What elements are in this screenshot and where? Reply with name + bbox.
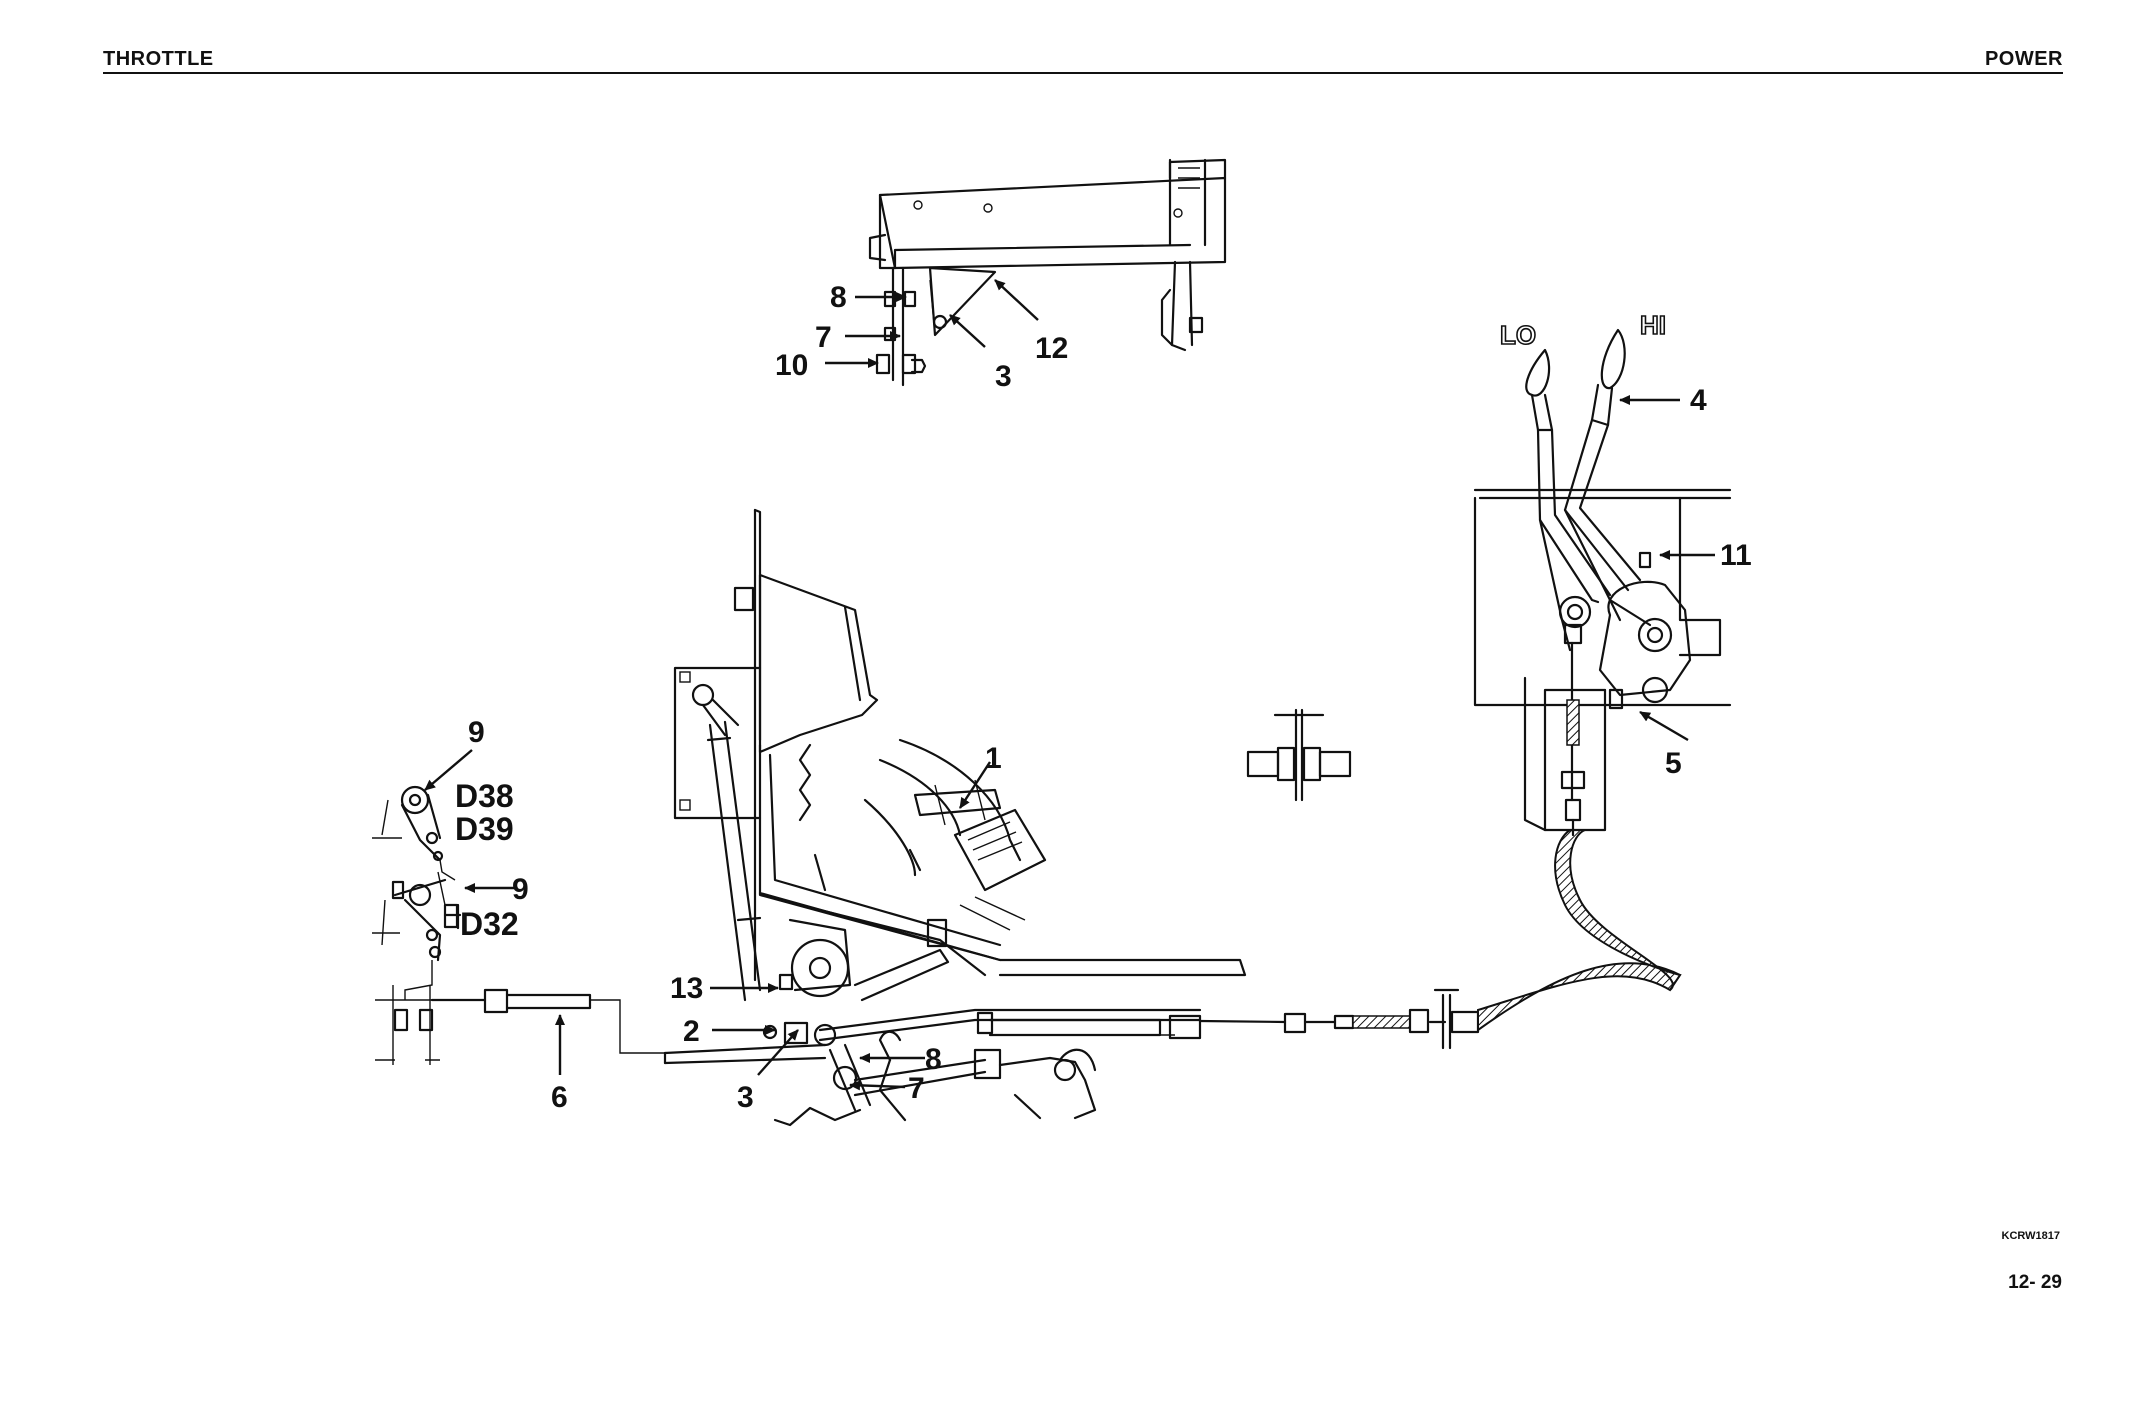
callout-4: 4 bbox=[1690, 384, 1707, 417]
callout-12: 12 bbox=[1035, 332, 1068, 365]
callout-5: 5 bbox=[1665, 747, 1682, 780]
throttle-cable bbox=[1200, 830, 1680, 1048]
callout-arrows bbox=[425, 280, 1715, 1087]
lever-position-hi: HI bbox=[1640, 310, 1666, 340]
callout-11: 11 bbox=[1720, 539, 1752, 572]
lever-position-lo: LO bbox=[1500, 320, 1536, 350]
model-tag-d32: D32 bbox=[460, 906, 519, 942]
callout-6: 6 bbox=[551, 1081, 568, 1114]
callout-3-top: 3 bbox=[995, 360, 1012, 393]
page-number: 12- 29 bbox=[2008, 1272, 2062, 1294]
callout-8-top: 8 bbox=[830, 281, 847, 314]
callout-7-top: 7 bbox=[815, 321, 832, 354]
model-tag-d38: D38 bbox=[455, 778, 514, 814]
callout-9-mid: 9 bbox=[512, 873, 529, 906]
callout-2: 2 bbox=[683, 1015, 700, 1048]
callout-10: 10 bbox=[775, 349, 808, 382]
model-tag-d39: D39 bbox=[455, 811, 514, 847]
callout-3-bottom: 3 bbox=[737, 1081, 754, 1114]
callout-7-bottom: 7 bbox=[908, 1072, 925, 1105]
figure-code: KCRW1817 bbox=[2002, 1230, 2061, 1242]
pedal-assembly bbox=[665, 510, 1245, 1125]
callout-9-top: 9 bbox=[468, 716, 485, 749]
bolt-detail bbox=[1248, 710, 1350, 800]
callout-1: 1 bbox=[985, 742, 1002, 775]
callout-8-bottom: 8 bbox=[925, 1043, 942, 1076]
callout-13: 13 bbox=[670, 972, 703, 1005]
